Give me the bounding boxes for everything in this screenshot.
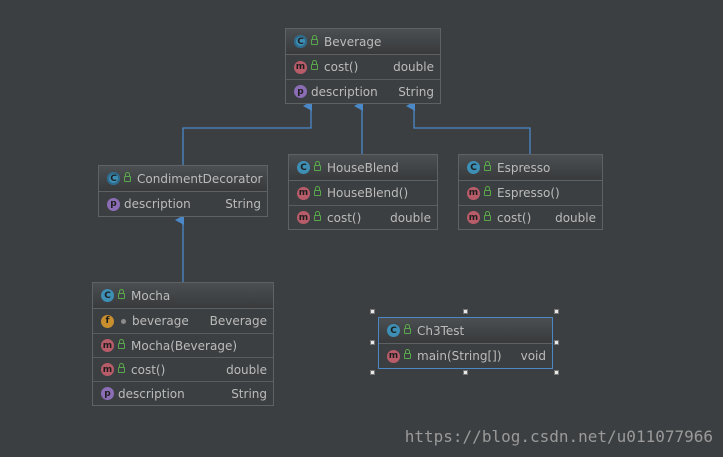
member-name: cost(): [131, 362, 166, 377]
property-row[interactable]: p description String: [93, 381, 273, 405]
field-icon: f: [101, 314, 114, 328]
method-row[interactable]: m cost() double: [459, 205, 602, 229]
member-type: double: [390, 210, 431, 225]
public-lock-icon: [118, 288, 125, 299]
method-icon: m: [297, 211, 310, 224]
resize-handle[interactable]: [554, 309, 559, 314]
property-row[interactable]: p description String: [286, 79, 440, 103]
member-name: Mocha(Beverage): [131, 338, 238, 353]
method-row[interactable]: m Mocha(Beverage): [93, 333, 273, 357]
method-row[interactable]: m cost() double: [286, 55, 440, 79]
abstract-class-icon: C: [107, 172, 120, 185]
private-dot-icon: [121, 318, 126, 324]
member-type: double: [393, 60, 434, 74]
method-icon: m: [101, 339, 114, 352]
public-lock-icon: [484, 160, 491, 171]
class-node-espresso[interactable]: C Espresso m Espresso() m cost() double: [458, 154, 603, 230]
edge-espresso-to-beverage: [406, 101, 531, 154]
resize-handle[interactable]: [370, 370, 375, 375]
method-icon: m: [297, 186, 310, 200]
method-icon: m: [294, 60, 307, 74]
member-name: description: [118, 386, 185, 401]
runnable-class-icon: C: [387, 324, 400, 337]
class-name: HouseBlend: [327, 160, 399, 175]
class-node-mocha[interactable]: C Mocha f beverage Beverage m Mocha(Beve…: [92, 282, 274, 406]
class-icon: C: [101, 289, 114, 302]
method-row[interactable]: m cost() double: [289, 205, 437, 229]
public-lock-icon: [404, 349, 411, 359]
class-node-condimentdecorator[interactable]: C CondimentDecorator p description Strin…: [98, 165, 268, 217]
resize-handle[interactable]: [463, 309, 468, 314]
method-row[interactable]: m cost() double: [93, 357, 273, 381]
class-header[interactable]: C Mocha: [93, 283, 273, 309]
method-icon: m: [387, 349, 400, 363]
class-header[interactable]: C Espresso: [459, 155, 602, 181]
member-name: description: [311, 84, 378, 99]
class-header[interactable]: C Beverage: [286, 29, 440, 55]
class-icon: C: [297, 161, 310, 174]
property-row[interactable]: p description String: [99, 192, 267, 216]
class-node-beverage[interactable]: C Beverage m cost() double p description…: [285, 28, 441, 104]
member-name: cost(): [324, 60, 359, 74]
field-row[interactable]: f beverage Beverage: [93, 309, 273, 333]
public-lock-icon: [118, 338, 125, 349]
member-type: String: [231, 386, 267, 401]
watermark-url: https://blog.csdn.net/u011077966: [404, 427, 713, 446]
member-name: main(String[]): [417, 349, 502, 363]
member-type: void: [520, 349, 546, 363]
resize-handle[interactable]: [370, 340, 375, 345]
public-lock-icon: [124, 171, 131, 182]
property-icon: p: [101, 387, 114, 400]
member-name: cost(): [327, 210, 362, 225]
class-name: Mocha: [131, 288, 171, 303]
resize-handle[interactable]: [554, 370, 559, 375]
member-type: String: [225, 197, 261, 211]
class-header[interactable]: C HouseBlend: [289, 155, 437, 181]
class-name: Espresso: [497, 160, 551, 175]
member-name: description: [124, 197, 191, 211]
public-lock-icon: [314, 186, 321, 196]
resize-handle[interactable]: [554, 340, 559, 345]
member-type: Beverage: [209, 314, 267, 328]
public-lock-icon: [484, 186, 491, 196]
method-row[interactable]: m main(String[]) void: [379, 344, 552, 368]
member-name: Espresso(): [497, 186, 560, 200]
method-icon: m: [467, 186, 480, 200]
member-type: String: [398, 84, 434, 99]
member-type: double: [226, 362, 267, 377]
class-header[interactable]: C Ch3Test: [379, 318, 552, 344]
member-name: HouseBlend(): [327, 186, 409, 200]
public-lock-icon: [311, 60, 318, 70]
public-lock-icon: [118, 362, 125, 373]
method-row[interactable]: m Espresso(): [459, 181, 602, 205]
class-node-houseblend[interactable]: C HouseBlend m HouseBlend() m cost() dou…: [288, 154, 438, 230]
edge-condimentdecorator-to-beverage: [182, 101, 312, 165]
resize-handle[interactable]: [463, 370, 468, 375]
class-name: CondimentDecorator: [137, 171, 263, 186]
public-lock-icon: [314, 160, 321, 171]
member-name: cost(): [497, 210, 532, 225]
class-name: Beverage: [324, 34, 382, 49]
class-name: Ch3Test: [417, 323, 465, 338]
class-node-ch3test[interactable]: C Ch3Test m main(String[]) void: [378, 317, 553, 369]
public-lock-icon: [404, 323, 411, 334]
class-icon: C: [467, 161, 480, 174]
public-lock-icon: [484, 210, 491, 221]
property-icon: p: [107, 197, 120, 211]
class-header[interactable]: C CondimentDecorator: [99, 166, 267, 192]
property-icon: p: [294, 85, 307, 98]
member-name: beverage: [132, 314, 189, 328]
method-row[interactable]: m HouseBlend(): [289, 181, 437, 205]
public-lock-icon: [314, 210, 321, 221]
resize-handle[interactable]: [370, 309, 375, 314]
member-type: double: [555, 210, 596, 225]
method-icon: m: [101, 363, 114, 376]
method-icon: m: [467, 211, 480, 224]
abstract-class-icon: C: [294, 35, 307, 48]
public-lock-icon: [311, 34, 318, 45]
